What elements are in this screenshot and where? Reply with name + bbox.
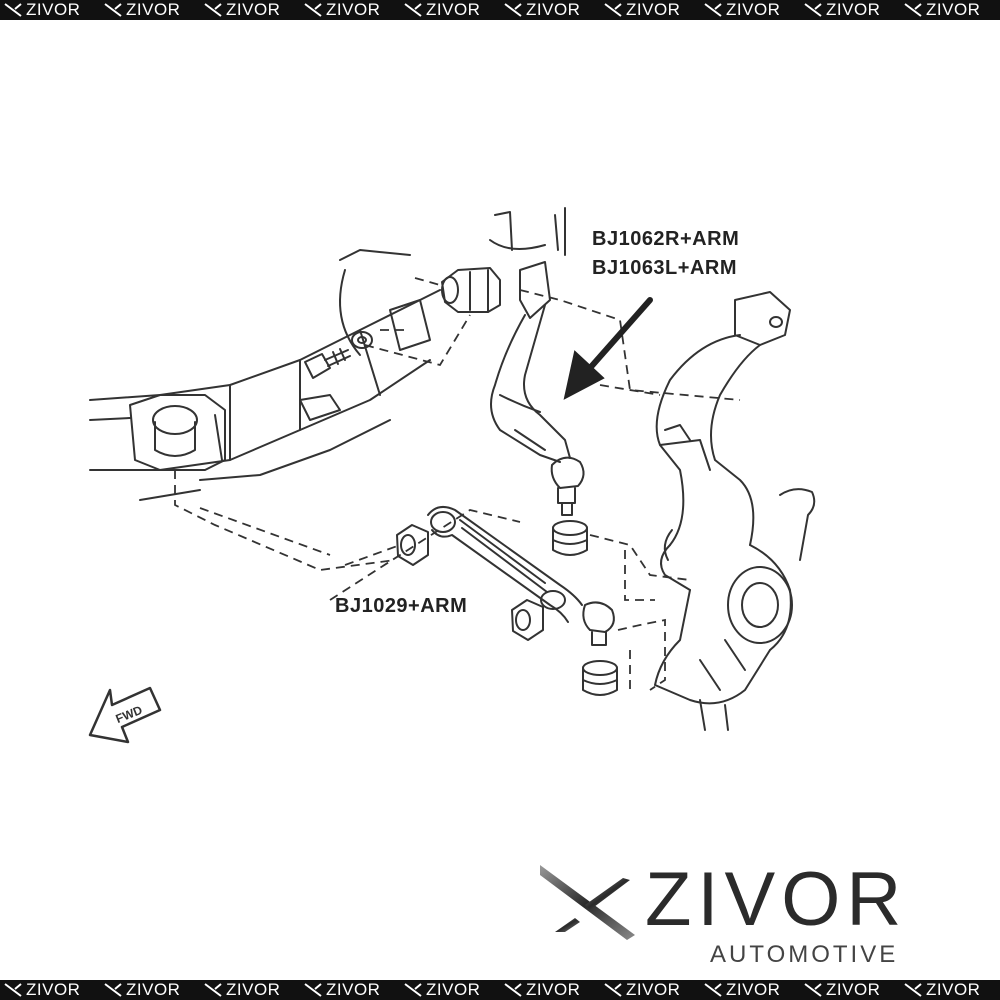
zivor-x-icon xyxy=(404,983,422,997)
watermark-item: ZIVOR xyxy=(600,980,700,1000)
watermark-item: ZIVOR xyxy=(300,0,400,20)
steering-knuckle xyxy=(654,291,816,731)
watermark-item: ZIVOR xyxy=(200,0,300,20)
fwd-arrow-icon: FWD xyxy=(88,686,162,744)
watermark-item: ZIVOR xyxy=(800,0,900,20)
zivor-logo-x-icon xyxy=(540,865,635,940)
zivor-x-icon xyxy=(4,3,22,17)
zivor-x-icon xyxy=(404,3,422,17)
zivor-x-icon xyxy=(204,3,222,17)
washer xyxy=(351,331,373,349)
callout-upper-arm-left: BJ1063L+ARM xyxy=(592,257,738,279)
callout-arrow xyxy=(563,297,653,400)
strut-mount-hint xyxy=(489,207,566,256)
zivor-x-icon xyxy=(904,983,922,997)
brand-name: ZIVOR xyxy=(645,857,908,942)
watermark-item: ZIVOR xyxy=(700,0,800,20)
zivor-x-icon xyxy=(604,3,622,17)
zivor-x-icon xyxy=(304,3,322,17)
subframe-bushing xyxy=(129,394,226,471)
zivor-x-icon xyxy=(204,983,222,997)
mounting-bolt xyxy=(304,348,351,379)
zivor-x-icon xyxy=(4,983,22,997)
zivor-x-icon xyxy=(604,983,622,997)
watermark-item: ZIVOR xyxy=(100,0,200,20)
zivor-x-icon xyxy=(804,983,822,997)
upper-control-arm xyxy=(490,261,571,463)
callout-lower-arm: BJ1029+ARM xyxy=(335,595,468,617)
zivor-x-icon xyxy=(304,983,322,997)
watermark-item: ZIVOR xyxy=(500,980,600,1000)
watermark-item: ZIVOR xyxy=(100,980,200,1000)
bottom-watermark-band: ZIVOR ZIVOR ZIVOR ZIVOR ZIVOR ZIVOR ZIVO… xyxy=(0,980,1000,1000)
assembly-guide-lines xyxy=(174,277,741,691)
brand-logo: ZIVOR AUTOMOTIVE xyxy=(535,855,985,975)
lower-ball-joint xyxy=(582,601,615,646)
zivor-x-icon xyxy=(904,3,922,17)
zivor-x-icon xyxy=(704,983,722,997)
watermark-item: ZIVOR xyxy=(900,980,1000,1000)
watermark-item: ZIVOR xyxy=(400,980,500,1000)
upper-ball-joint xyxy=(550,456,585,516)
zivor-x-icon xyxy=(704,3,722,17)
watermark-item: ZIVOR xyxy=(800,980,900,1000)
callout-upper-arm-right: BJ1062R+ARM xyxy=(592,228,740,250)
zivor-x-icon xyxy=(504,3,522,17)
watermark-item: ZIVOR xyxy=(200,980,300,1000)
zivor-x-icon xyxy=(104,983,122,997)
lower-arm-bushing-front xyxy=(396,524,429,566)
zivor-x-icon xyxy=(804,3,822,17)
brand-tagline: AUTOMOTIVE xyxy=(710,941,899,968)
watermark-item: ZIVOR xyxy=(600,0,700,20)
subframe-crossmember xyxy=(89,249,441,501)
lower-control-arm xyxy=(427,505,583,623)
lower-arm-bushing-rear xyxy=(511,599,544,641)
upper-dust-boot xyxy=(552,520,588,556)
lower-dust-boot xyxy=(582,660,618,696)
upper-arm-bushing xyxy=(441,267,501,313)
watermark-item: ZIVOR xyxy=(900,0,1000,20)
watermark-item: ZIVOR xyxy=(700,980,800,1000)
watermark-item: ZIVOR xyxy=(300,980,400,1000)
watermark-item: ZIVOR xyxy=(0,980,100,1000)
top-watermark-band: ZIVOR ZIVOR ZIVOR ZIVOR ZIVOR ZIVOR ZIVO… xyxy=(0,0,1000,20)
watermark-item: ZIVOR xyxy=(400,0,500,20)
watermark-item: ZIVOR xyxy=(0,0,100,20)
watermark-item: ZIVOR xyxy=(500,0,600,20)
zivor-x-icon xyxy=(104,3,122,17)
zivor-x-icon xyxy=(504,983,522,997)
